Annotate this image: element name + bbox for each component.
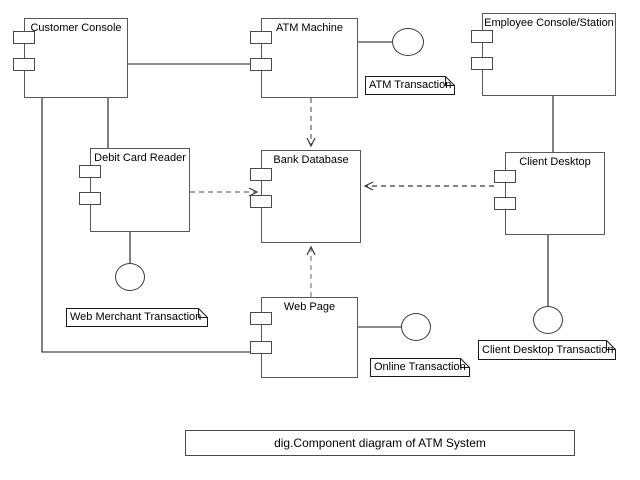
note-shape-icon	[66, 308, 208, 327]
component-atm-machine[interactable]: ATM Machine	[261, 18, 358, 98]
provided-interface-icon-client-desktop[interactable]	[533, 306, 563, 334]
component-label: Client Desktop	[519, 156, 591, 168]
component-employee-console-station[interactable]: Employee Console/Station	[482, 13, 616, 96]
note-online-transaction[interactable]: Online Transaction	[370, 358, 470, 377]
port-debit-card-reader-upper[interactable]	[79, 165, 101, 178]
note-shape-icon	[478, 340, 616, 360]
component-bank-database[interactable]: Bank Database	[261, 150, 361, 243]
component-client-desktop[interactable]: Client Desktop	[505, 152, 605, 235]
component-label: Debit Card Reader	[94, 152, 186, 164]
note-label: Web Merchant Transaction	[70, 311, 202, 323]
component-label: ATM Machine	[275, 22, 344, 34]
component-label: Web Page	[283, 301, 336, 313]
port-client-desktop-upper[interactable]	[494, 170, 516, 183]
port-bank-database-lower[interactable]	[250, 195, 272, 208]
note-shape-icon	[370, 358, 470, 377]
provided-interface-icon-atm-machine[interactable]	[392, 28, 424, 56]
note-client-desktop-transaction[interactable]: Client Desktop Transaction	[478, 340, 616, 360]
port-client-desktop-lower[interactable]	[494, 197, 516, 210]
provided-interface-icon-debit-card-reader[interactable]	[115, 263, 145, 291]
port-customer-console-upper[interactable]	[13, 31, 35, 44]
diagram-caption-text: dig.Component diagram of ATM System	[274, 436, 486, 450]
note-label: ATM Transaction	[369, 79, 452, 91]
component-label: Employee Console/Station	[484, 17, 614, 29]
note-web-merchant-transaction[interactable]: Web Merchant Transaction	[66, 308, 208, 327]
port-bank-database-upper[interactable]	[250, 168, 272, 181]
provided-interface-icon-web-page[interactable]	[401, 313, 431, 341]
component-label: Bank Database	[273, 154, 349, 166]
port-customer-console-lower[interactable]	[13, 58, 35, 71]
component-debit-card-reader[interactable]: Debit Card Reader	[90, 148, 190, 232]
port-employee-console-lower[interactable]	[471, 57, 493, 70]
component-customer-console[interactable]: Customer Console	[24, 18, 128, 98]
port-debit-card-reader-lower[interactable]	[79, 192, 101, 205]
port-web-page-lower[interactable]	[250, 341, 272, 354]
port-web-page-upper[interactable]	[250, 312, 272, 325]
note-label: Online Transaction	[374, 361, 466, 373]
component-web-page[interactable]: Web Page	[261, 297, 358, 378]
port-atm-machine-lower[interactable]	[250, 58, 272, 71]
note-label: Client Desktop Transaction	[482, 344, 614, 356]
connector-customer-console-to-web-page	[41, 98, 250, 353]
diagram-caption-box: dig.Component diagram of ATM System	[185, 430, 575, 456]
component-label: Customer Console	[30, 22, 122, 34]
port-atm-machine-upper[interactable]	[250, 31, 272, 44]
port-employee-console-upper[interactable]	[471, 30, 493, 43]
note-shape-icon	[365, 76, 455, 95]
note-atm-transaction[interactable]: ATM Transaction	[365, 76, 455, 95]
